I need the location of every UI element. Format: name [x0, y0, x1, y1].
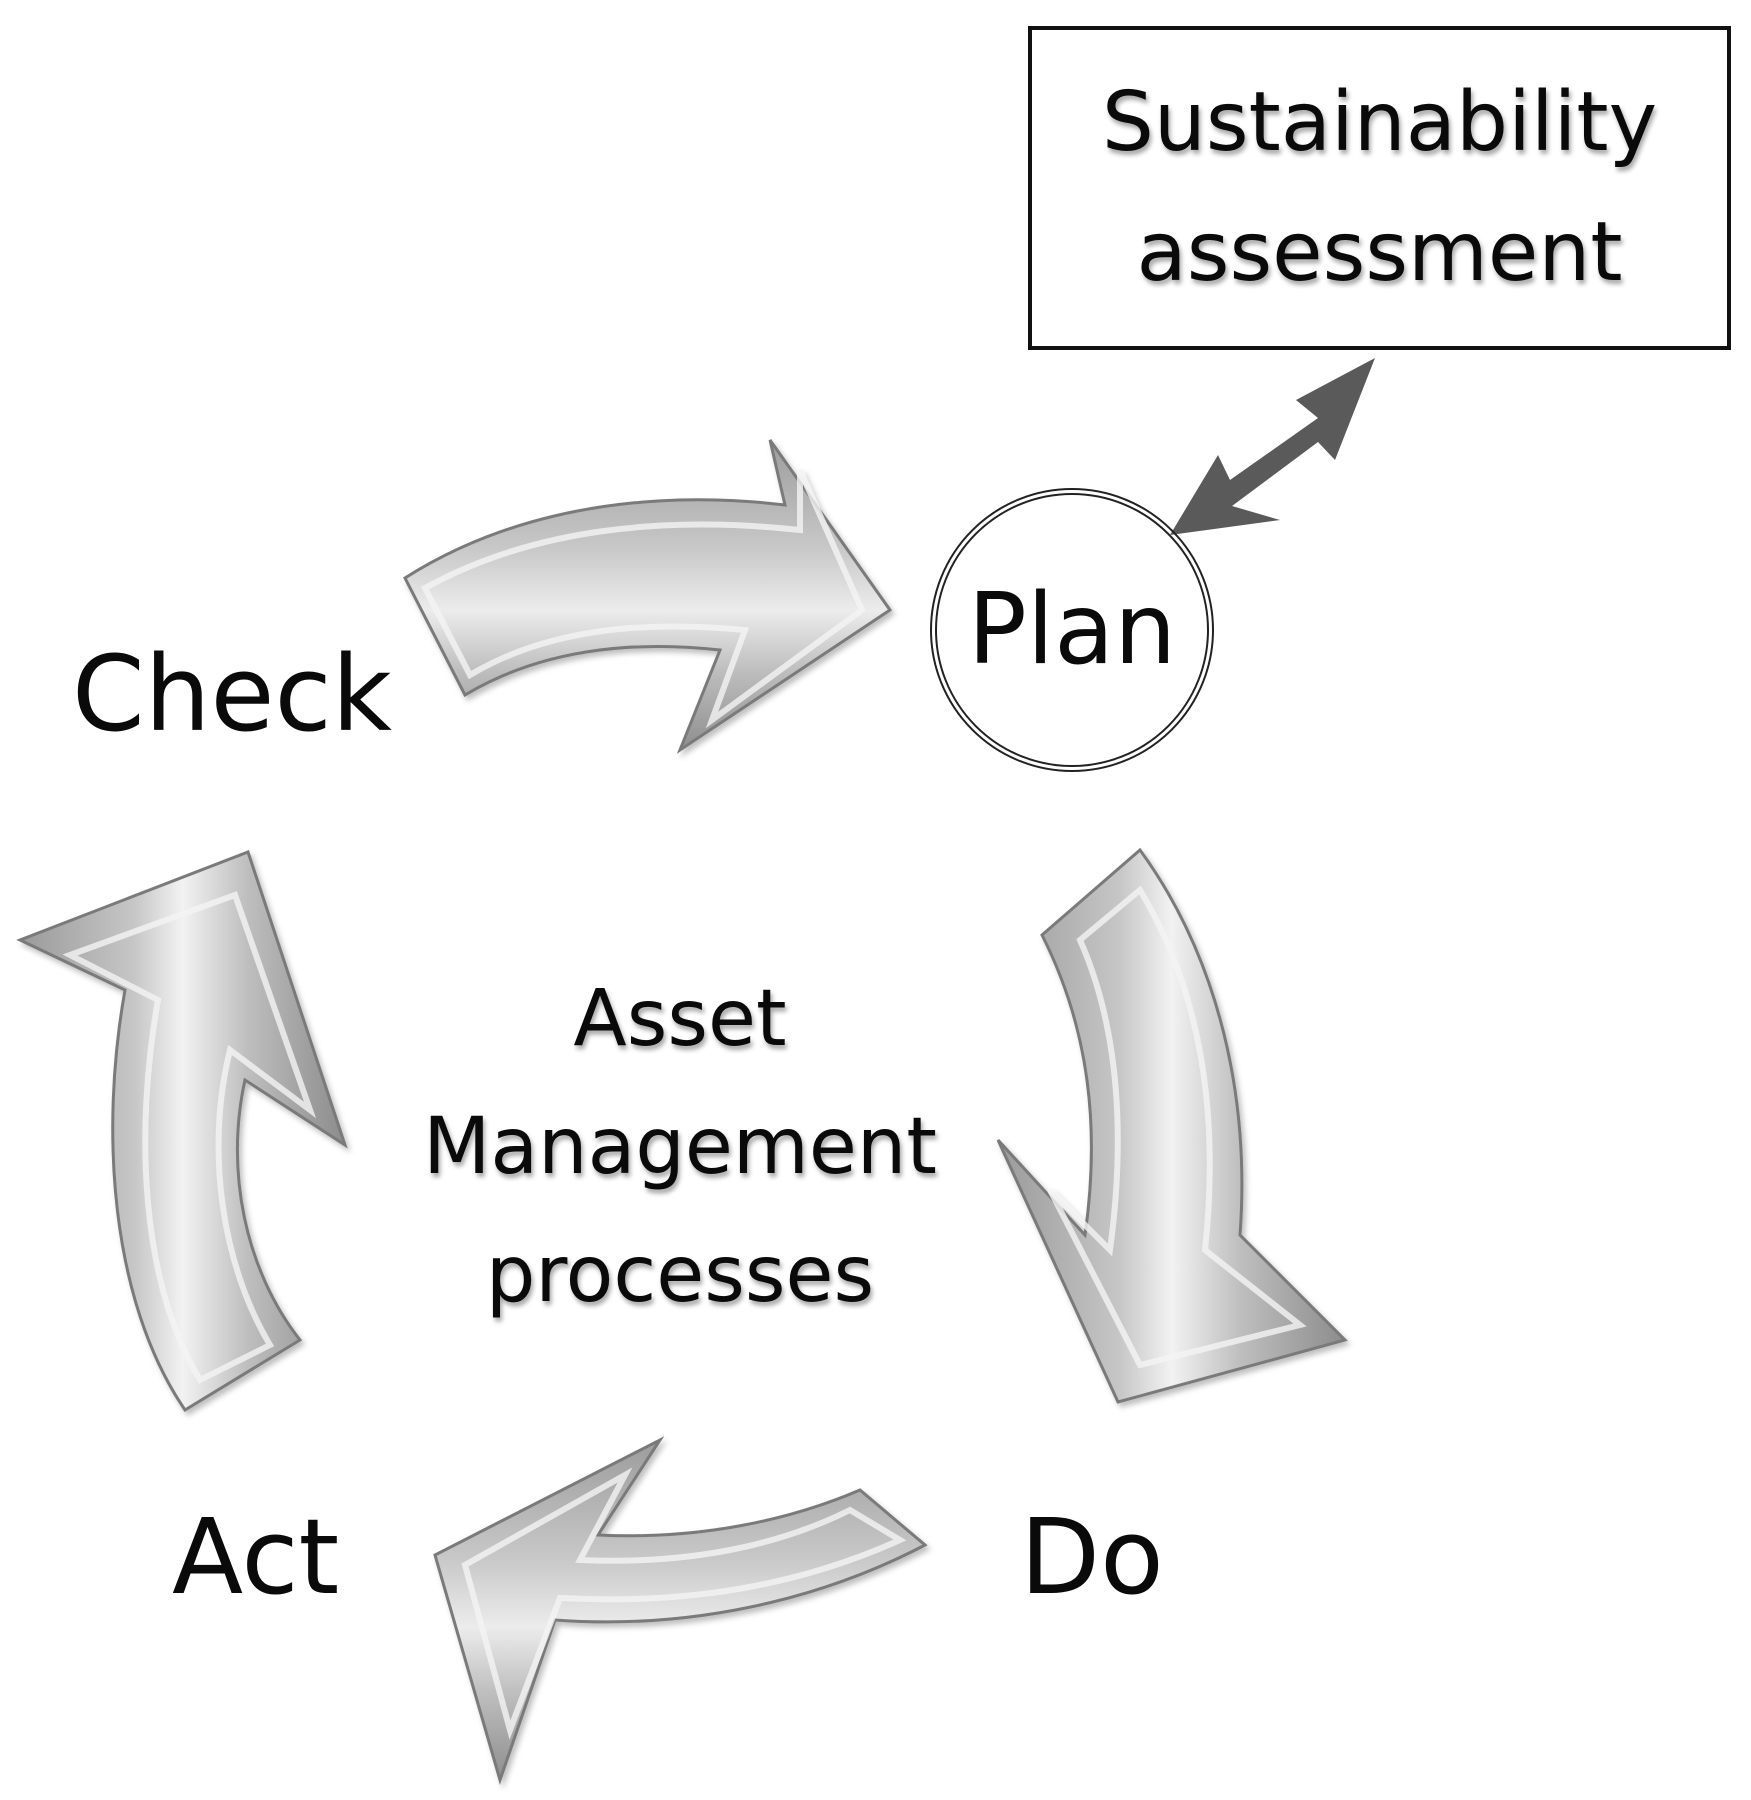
connector-plan-sustainability — [1170, 358, 1375, 535]
center-caption-line-3: processes — [485, 1230, 875, 1320]
sustainability-assessment-box: Sustainability assessment — [1028, 26, 1731, 350]
arrow-do-to-act — [433, 1436, 928, 1785]
arrow-check-to-plan — [403, 439, 893, 754]
sustainability-box-line-2: assessment — [1136, 205, 1623, 300]
stage-label-check: Check — [72, 633, 392, 755]
center-caption-line-1: Asset — [573, 974, 787, 1064]
stage-label-do: Do — [1020, 1496, 1164, 1618]
sustainability-box-line-1: Sustainability — [1101, 75, 1658, 170]
arrow-plan-to-do — [996, 847, 1348, 1404]
arrow-act-to-check — [16, 850, 348, 1413]
plan-circle: Plan — [930, 488, 1214, 772]
stage-label-act: Act — [172, 1496, 340, 1618]
center-caption: Asset Management processes — [360, 955, 1000, 1339]
center-caption-line-2: Management — [423, 1102, 937, 1192]
stage-label-plan: Plan — [967, 573, 1177, 687]
